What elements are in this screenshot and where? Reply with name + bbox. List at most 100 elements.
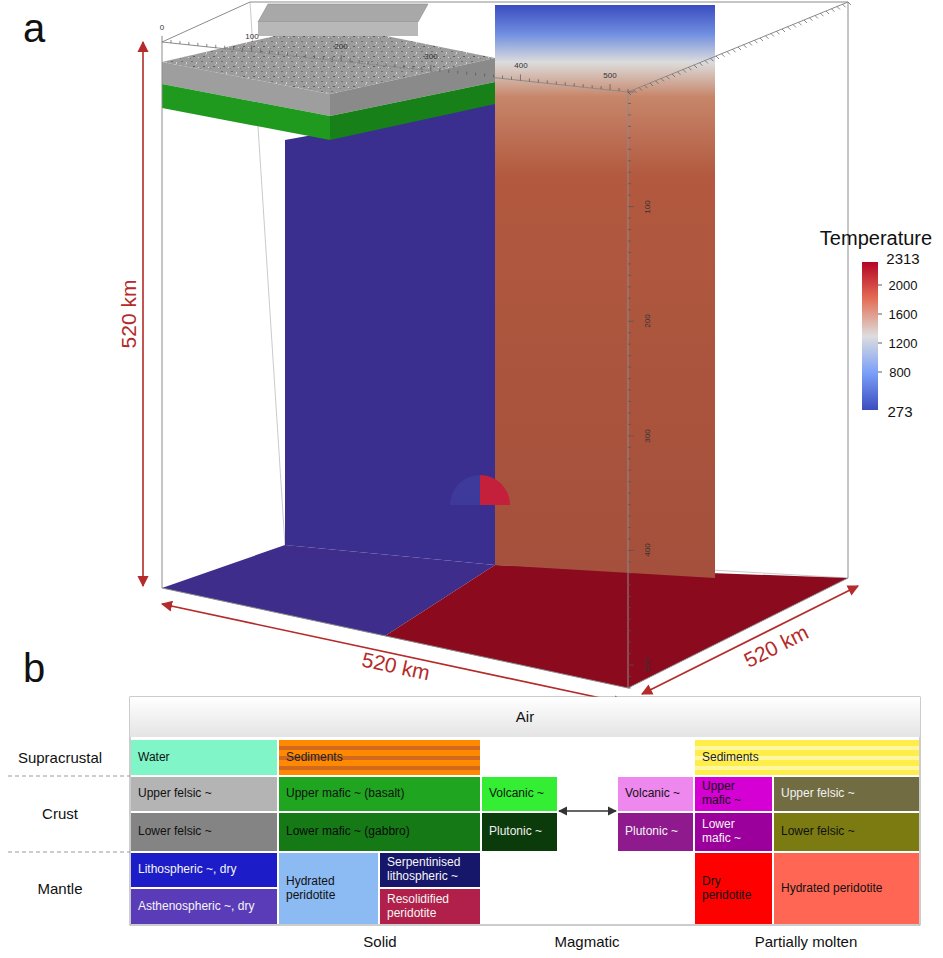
axis-number: 100	[245, 33, 258, 41]
dimension-arrow	[642, 586, 858, 694]
axis-tick	[628, 493, 631, 494]
material-label: Water	[138, 751, 270, 765]
axis-tick	[628, 263, 631, 264]
axis-tick	[628, 424, 631, 425]
axis-number: 0	[160, 24, 164, 32]
axis-tick	[843, 4, 846, 7]
axis-tick	[457, 71, 458, 74]
axis-tick	[656, 81, 659, 84]
axis-tick	[777, 31, 780, 34]
row-label: Mantle	[37, 881, 82, 896]
axis-tick	[628, 435, 634, 436]
material-label: Dry peridotite	[702, 875, 765, 903]
axis-tick	[628, 390, 631, 391]
axis-tick	[377, 62, 378, 65]
axis-tick	[395, 64, 396, 67]
axis-tick	[661, 79, 664, 82]
axis-number: 400	[514, 62, 527, 70]
axis-tick	[628, 206, 634, 207]
double-arrow	[559, 810, 616, 811]
axis-tick	[628, 676, 631, 677]
panel-letter: b	[23, 648, 45, 688]
row-label: Supracrustal	[18, 750, 102, 765]
axis-tick	[269, 51, 270, 54]
axis-tick	[628, 149, 631, 150]
colorbar-value: 1200	[889, 337, 918, 350]
column-label: Solid	[363, 934, 396, 949]
axis-tick	[448, 70, 449, 73]
axis-tick	[332, 57, 333, 60]
axis-number: 400	[644, 543, 652, 556]
material-cell: Hydrated peridotite	[279, 853, 378, 924]
axis-tick	[628, 355, 631, 356]
axis-tick	[538, 79, 539, 82]
temperature-slice	[495, 5, 715, 578]
axis-tick	[430, 65, 431, 71]
axis-tick	[439, 69, 440, 72]
frame-edge	[848, 2, 849, 578]
axis-number: 200	[334, 43, 347, 51]
axis-tick	[628, 584, 631, 585]
axis-tick	[766, 36, 769, 39]
axis-tick	[628, 218, 631, 219]
material-cell: Upper mafic ~	[695, 777, 772, 811]
cold-slice	[285, 102, 495, 565]
axis-tick	[628, 561, 631, 562]
dimension-label: 520 km	[360, 649, 432, 684]
axis-tick	[242, 48, 243, 51]
material-cell: Lower mafic ~ (gabbro)	[279, 813, 480, 851]
colorbar-value: 2000	[889, 279, 918, 292]
axis-tick	[848, 2, 851, 5]
material-label: Lithospheric ~, dry	[138, 863, 270, 877]
plateau	[258, 4, 428, 22]
axis-number: 500	[603, 72, 616, 80]
material-label: Lower mafic ~ (gabbro)	[286, 825, 473, 839]
axis-tick	[628, 172, 631, 173]
material-cell: Dry peridotite	[695, 853, 772, 924]
material-cell: Lower mafic ~	[695, 813, 772, 851]
material-cell: Upper felsic ~	[131, 777, 277, 811]
axis-tick	[466, 72, 467, 75]
axis-tick	[188, 42, 189, 45]
axis-tick	[628, 470, 631, 471]
axis-tick	[224, 46, 225, 49]
axis-tick	[628, 619, 631, 620]
material-label: Lower felsic ~	[781, 825, 912, 839]
material-label: Volcanic ~	[625, 787, 686, 801]
axis-tick	[628, 137, 631, 138]
axis-tick	[350, 59, 351, 62]
axis-tick	[206, 44, 207, 47]
band-label: Air	[137, 708, 913, 725]
axis-tick	[628, 92, 631, 95]
axis-tick	[601, 86, 602, 89]
row-label: Crust	[42, 806, 78, 821]
axis-tick	[170, 40, 171, 43]
column-label: Partially molten	[755, 934, 858, 949]
material-cell: Lithospheric ~, dry	[131, 853, 277, 887]
material-cell: Sediments	[695, 740, 919, 775]
axis-tick	[628, 447, 631, 448]
material-cell: Volcanic ~	[482, 777, 557, 811]
axis-tick	[628, 89, 629, 92]
axis-tick	[251, 46, 252, 52]
axis-tick	[628, 573, 631, 574]
plume-dome	[450, 475, 480, 505]
axis-tick	[628, 126, 631, 127]
axis-tick	[556, 81, 557, 84]
colorbar-tick	[878, 343, 882, 344]
axis-number: 300	[424, 53, 437, 61]
axis-tick	[341, 55, 342, 61]
axis-tick	[628, 114, 631, 115]
axis-tick	[628, 504, 631, 505]
material-label: Lower felsic ~	[138, 825, 270, 839]
axis-tick	[628, 527, 631, 528]
axis-tick	[634, 90, 637, 93]
material-cell: Sediments	[279, 740, 480, 775]
axis-tick	[628, 183, 631, 184]
axis-tick	[628, 401, 631, 402]
axis-tick	[421, 67, 422, 70]
axis-tick	[628, 160, 631, 161]
axis-tick	[412, 66, 413, 69]
